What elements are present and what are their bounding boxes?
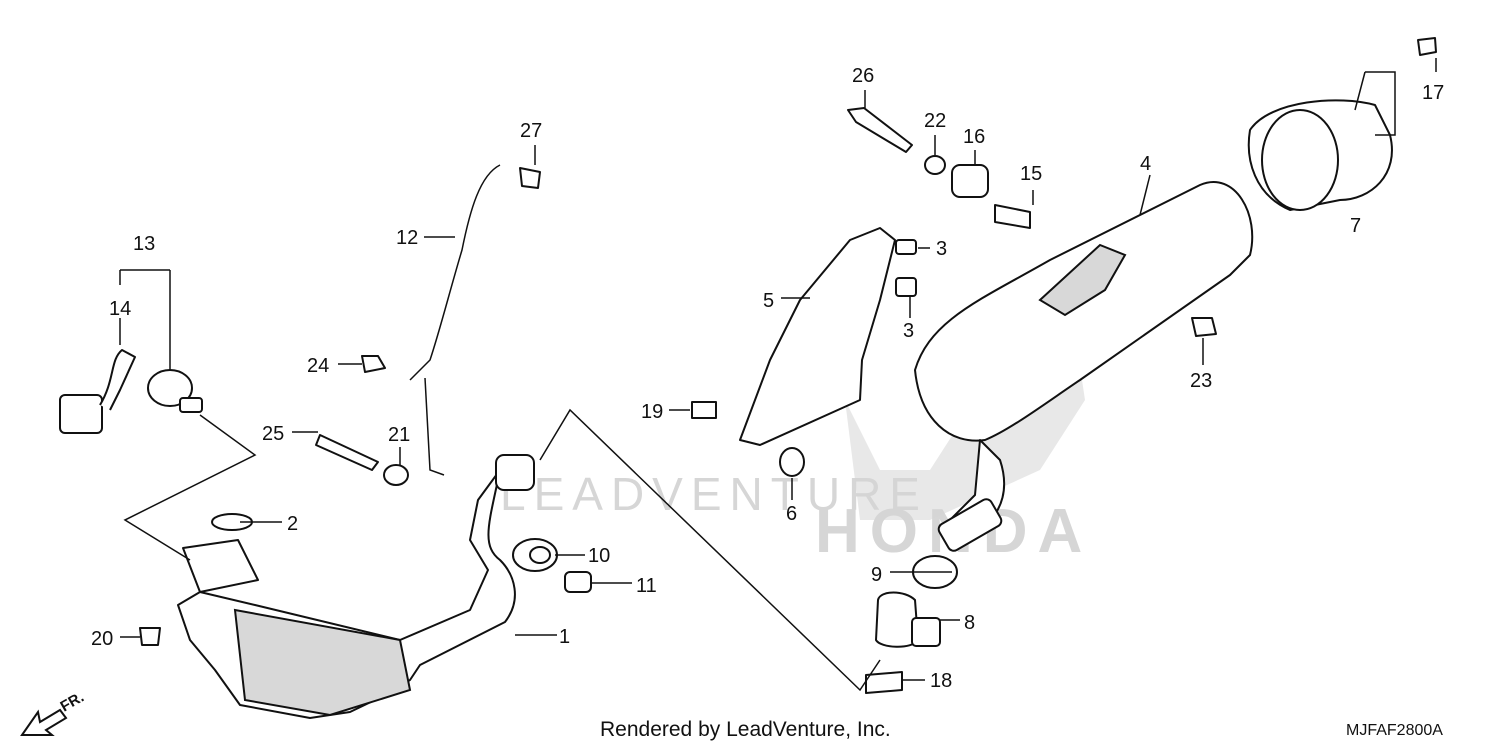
part-5-heat-shield[interactable] — [739, 227, 896, 446]
callout-16: 16 — [963, 126, 985, 148]
leader-7 — [1354, 71, 1396, 136]
part-22-washer[interactable] — [924, 155, 946, 175]
callout-7: 7 — [1350, 215, 1361, 237]
callout-19: 19 — [641, 401, 663, 423]
part-17-bolt[interactable] — [1417, 37, 1437, 56]
leader-sensor-pipe — [123, 414, 257, 561]
part-23-nut[interactable] — [1191, 317, 1217, 337]
front-direction-marker: FR. — [20, 689, 87, 736]
part-10-grommet[interactable] — [512, 538, 558, 572]
callout-6: 6 — [786, 503, 797, 525]
callout-15: 15 — [1020, 163, 1042, 185]
callout-12: 12 — [396, 227, 418, 249]
part-3b-clip[interactable] — [895, 277, 917, 297]
part-27-bolt[interactable] — [519, 167, 541, 189]
callout-3b: 3 — [903, 320, 914, 342]
callout-13: 13 — [133, 233, 155, 255]
callout-23: 23 — [1190, 370, 1212, 392]
callout-2: 2 — [287, 513, 298, 535]
callout-21: 21 — [388, 424, 410, 446]
diagram-code: MJFAF2800A — [1346, 722, 1443, 739]
callout-20: 20 — [91, 628, 113, 650]
callout-17: 17 — [1422, 82, 1444, 104]
callout-numbers: 13 14 27 12 24 25 21 2 10 11 1 20 26 22 … — [91, 65, 1444, 692]
part-6-grommet[interactable] — [779, 447, 805, 477]
callout-1: 1 — [559, 626, 570, 648]
leader-pipe-joint — [539, 408, 881, 692]
part-24-bolt[interactable] — [361, 355, 386, 373]
leader-13 — [119, 269, 171, 370]
callout-4: 4 — [1140, 153, 1151, 175]
part-13-o2-sensor[interactable] — [59, 349, 203, 434]
part-19-bolt[interactable] — [691, 401, 717, 419]
part-25-bolt[interactable] — [315, 434, 379, 471]
watermark-wing-icon — [845, 300, 1085, 520]
leader-bracket — [424, 377, 445, 476]
part-21-washer[interactable] — [383, 464, 409, 486]
credit-line: Rendered by LeadVenture, Inc. — [600, 718, 891, 741]
part-26-bolt[interactable] — [847, 107, 913, 153]
part-11-collar[interactable] — [564, 571, 592, 593]
callout-18: 18 — [930, 670, 952, 692]
leader-lines — [119, 58, 1437, 692]
callout-8: 8 — [964, 612, 975, 634]
callout-25: 25 — [262, 423, 284, 445]
part-20-nut[interactable] — [139, 627, 161, 646]
part-7-end-cap[interactable] — [1247, 99, 1393, 211]
leader-4 — [1139, 174, 1151, 216]
callout-9: 9 — [871, 564, 882, 586]
callout-27: 27 — [520, 120, 542, 142]
part-8-clamp[interactable] — [875, 591, 941, 648]
part-3a-clip[interactable] — [895, 239, 917, 255]
callout-10: 10 — [588, 545, 610, 567]
part-1-exhaust-pipe[interactable] — [177, 454, 535, 719]
watermark-text: LEADVENTURE — [500, 468, 928, 520]
part-12-wire[interactable] — [409, 164, 501, 381]
callout-5: 5 — [763, 290, 774, 312]
callout-22: 22 — [924, 110, 946, 132]
callout-14: 14 — [109, 298, 131, 320]
arrow-icon — [20, 708, 68, 736]
part-16-grommet[interactable] — [951, 164, 989, 198]
callout-24: 24 — [307, 355, 329, 377]
part-18-bolt[interactable] — [865, 671, 903, 694]
callout-26: 26 — [852, 65, 874, 87]
callout-11: 11 — [636, 575, 657, 597]
callout-3a: 3 — [936, 238, 947, 260]
part-4-muffler[interactable] — [914, 181, 1254, 553]
part-15-collar[interactable] — [994, 204, 1031, 229]
